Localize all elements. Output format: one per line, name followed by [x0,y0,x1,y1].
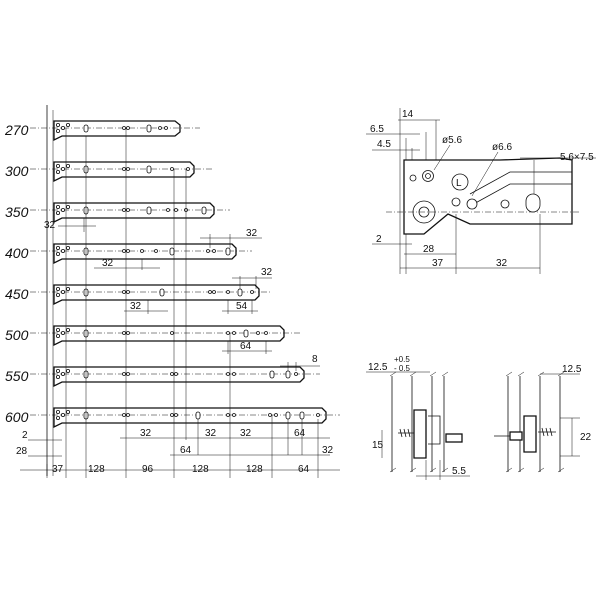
dim-bl-12-5: 12.5 [368,362,388,373]
dim-top-6-5: 6.5 [370,124,384,135]
dim-top-d5-6: ø5.6 [442,135,462,146]
dim-bottom-128b: 128 [192,464,209,475]
dim-top-14: 14 [402,109,414,120]
dim-600-a: 32 [140,428,152,439]
dim-top-2: 2 [376,234,382,245]
dims-600-row: 32 64 32 32 64 32 [120,428,334,456]
dim-450-32-top: 32 [261,267,273,278]
length-label-600: 600 [5,409,29,425]
runner-550: 8 [30,354,320,388]
runner-450: 32 32 54 [30,267,273,314]
dim-500-64: 64 [240,341,252,352]
dim-bl-15: 15 [372,440,384,451]
dim-bl-5-5: 5.5 [452,466,466,477]
mounting-section-right: 12.5 22 [494,364,592,473]
front-detail-view: L 14 6.5 4.5 ø5.6 ø6.6 5.6×7.5 2 28 37 3… [366,108,596,274]
length-label-400: 400 [5,245,29,261]
extension-lines [65,128,319,478]
runner-300 [30,161,212,183]
runner-270 [30,120,200,142]
length-label-450: 450 [5,286,29,302]
dim-600-e: 64 [294,428,306,439]
dim-bottom-96: 96 [142,464,154,475]
dim-top-d6-6: ø6.6 [492,142,512,153]
runner-length-diagram: 270 300 350 400 450 500 550 600 [4,105,340,478]
dim-bottom-128: 128 [88,464,105,475]
dim-450-54: 54 [236,301,248,312]
runner-400: 32 32 [30,228,262,270]
dim-bl-plus: +0.5 [394,355,410,364]
length-label-300: 300 [5,163,29,179]
dim-bottom-37: 37 [52,464,64,475]
dim-top-37: 37 [432,258,444,269]
dim-400-32-top: 32 [246,228,258,239]
dim-bl-minus: - 0.5 [394,364,411,373]
dim-600-c: 32 [205,428,217,439]
length-label-350: 350 [5,204,29,220]
runner-500: 64 [30,325,300,354]
vertical-dims: 2 28 [16,430,62,457]
dim-400-32-bottom: 32 [102,258,114,269]
length-label-500: 500 [5,327,29,343]
dim-350-32: 32 [44,220,56,231]
dim-vertical-2: 2 [22,430,28,441]
dim-600-f: 32 [322,445,334,456]
side-mark-l: L [456,178,462,189]
length-label-550: 550 [5,368,29,384]
dim-vertical-28: 28 [16,446,28,457]
dim-bottom-128c: 128 [246,464,263,475]
dim-top-slot: 5.6×7.5 [560,152,594,163]
dim-450-32-bottom: 32 [130,301,142,312]
length-label-270: 270 [4,122,29,138]
dim-550-8: 8 [312,354,318,365]
dim-br-22: 22 [580,432,592,443]
runner-600 [30,407,340,429]
dim-top-28: 28 [423,244,435,255]
dim-br-12-5: 12.5 [562,364,582,375]
dim-bottom-64: 64 [298,464,310,475]
mounting-section-left: 12.5 +0.5 - 0.5 15 5.5 [366,355,470,480]
bottom-dimension-chain: 37 128 96 128 128 64 [20,464,340,478]
dim-600-d: 32 [240,428,252,439]
dim-600-b: 64 [180,445,192,456]
dim-top-32: 32 [496,258,508,269]
runner-350: 32 [30,202,230,232]
dim-top-4-5: 4.5 [377,139,391,150]
